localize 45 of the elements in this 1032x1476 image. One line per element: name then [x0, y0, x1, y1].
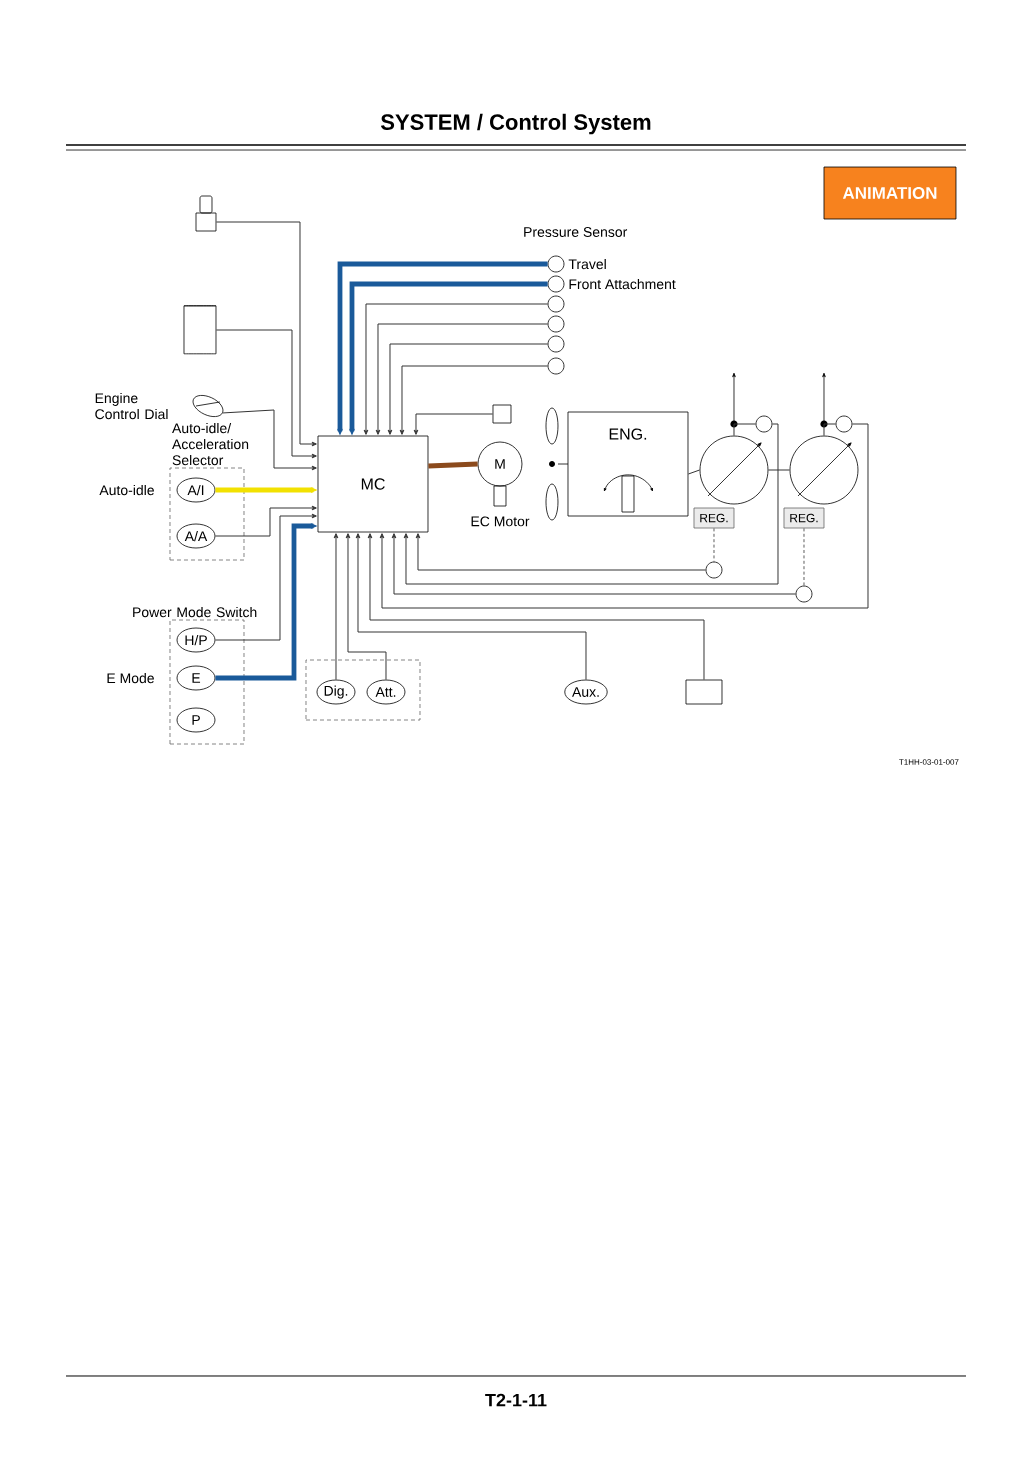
wire-arrow [415, 533, 707, 571]
wire [823, 423, 837, 437]
sensor-circle [835, 415, 853, 433]
cylinder-drawing [183, 305, 217, 355]
pump-symbol [789, 435, 859, 505]
wire-arrow [403, 423, 779, 585]
animation-button: ANIMATION [823, 166, 957, 220]
wire-arrow [215, 221, 317, 447]
sensor-circle [705, 561, 723, 579]
wire-arrow [333, 533, 339, 681]
wire-arrow [214, 513, 317, 641]
wire-arrow [413, 413, 494, 435]
switch-drawing [195, 195, 217, 232]
shaft [687, 469, 701, 475]
pump-symbol [699, 435, 769, 505]
sensor-circle [795, 585, 813, 603]
dashed-group-box [305, 659, 421, 721]
sensor-circle [547, 335, 565, 353]
wire [428, 461, 478, 469]
sensor-circle [547, 295, 565, 313]
wire [733, 423, 757, 437]
wire [713, 528, 715, 562]
wire-arrow [399, 365, 549, 435]
wire-arrow [367, 533, 705, 681]
wire [803, 528, 805, 586]
wire-arrow [214, 505, 317, 537]
wire-arrow [355, 533, 587, 681]
small-box [685, 679, 723, 705]
title: SYSTEM / Control System [380, 113, 651, 135]
wire-arrow [387, 343, 549, 435]
engine-box: ENG. [567, 411, 689, 517]
wire-arrow [215, 329, 317, 459]
shaft [767, 469, 791, 471]
page-number: T2-1-11 [485, 1393, 547, 1407]
sensor-circle [755, 415, 773, 433]
sensor-circle [547, 315, 565, 333]
wire-arrow [345, 533, 387, 681]
wire-arrow [363, 303, 549, 435]
sensor-circle [547, 357, 565, 375]
controller-box: MC [317, 435, 429, 533]
wire-arrow [222, 409, 317, 471]
wire-arrow [379, 423, 869, 609]
wire-arrow [391, 533, 797, 595]
wire-arrow [375, 323, 549, 435]
small-box [492, 404, 512, 424]
